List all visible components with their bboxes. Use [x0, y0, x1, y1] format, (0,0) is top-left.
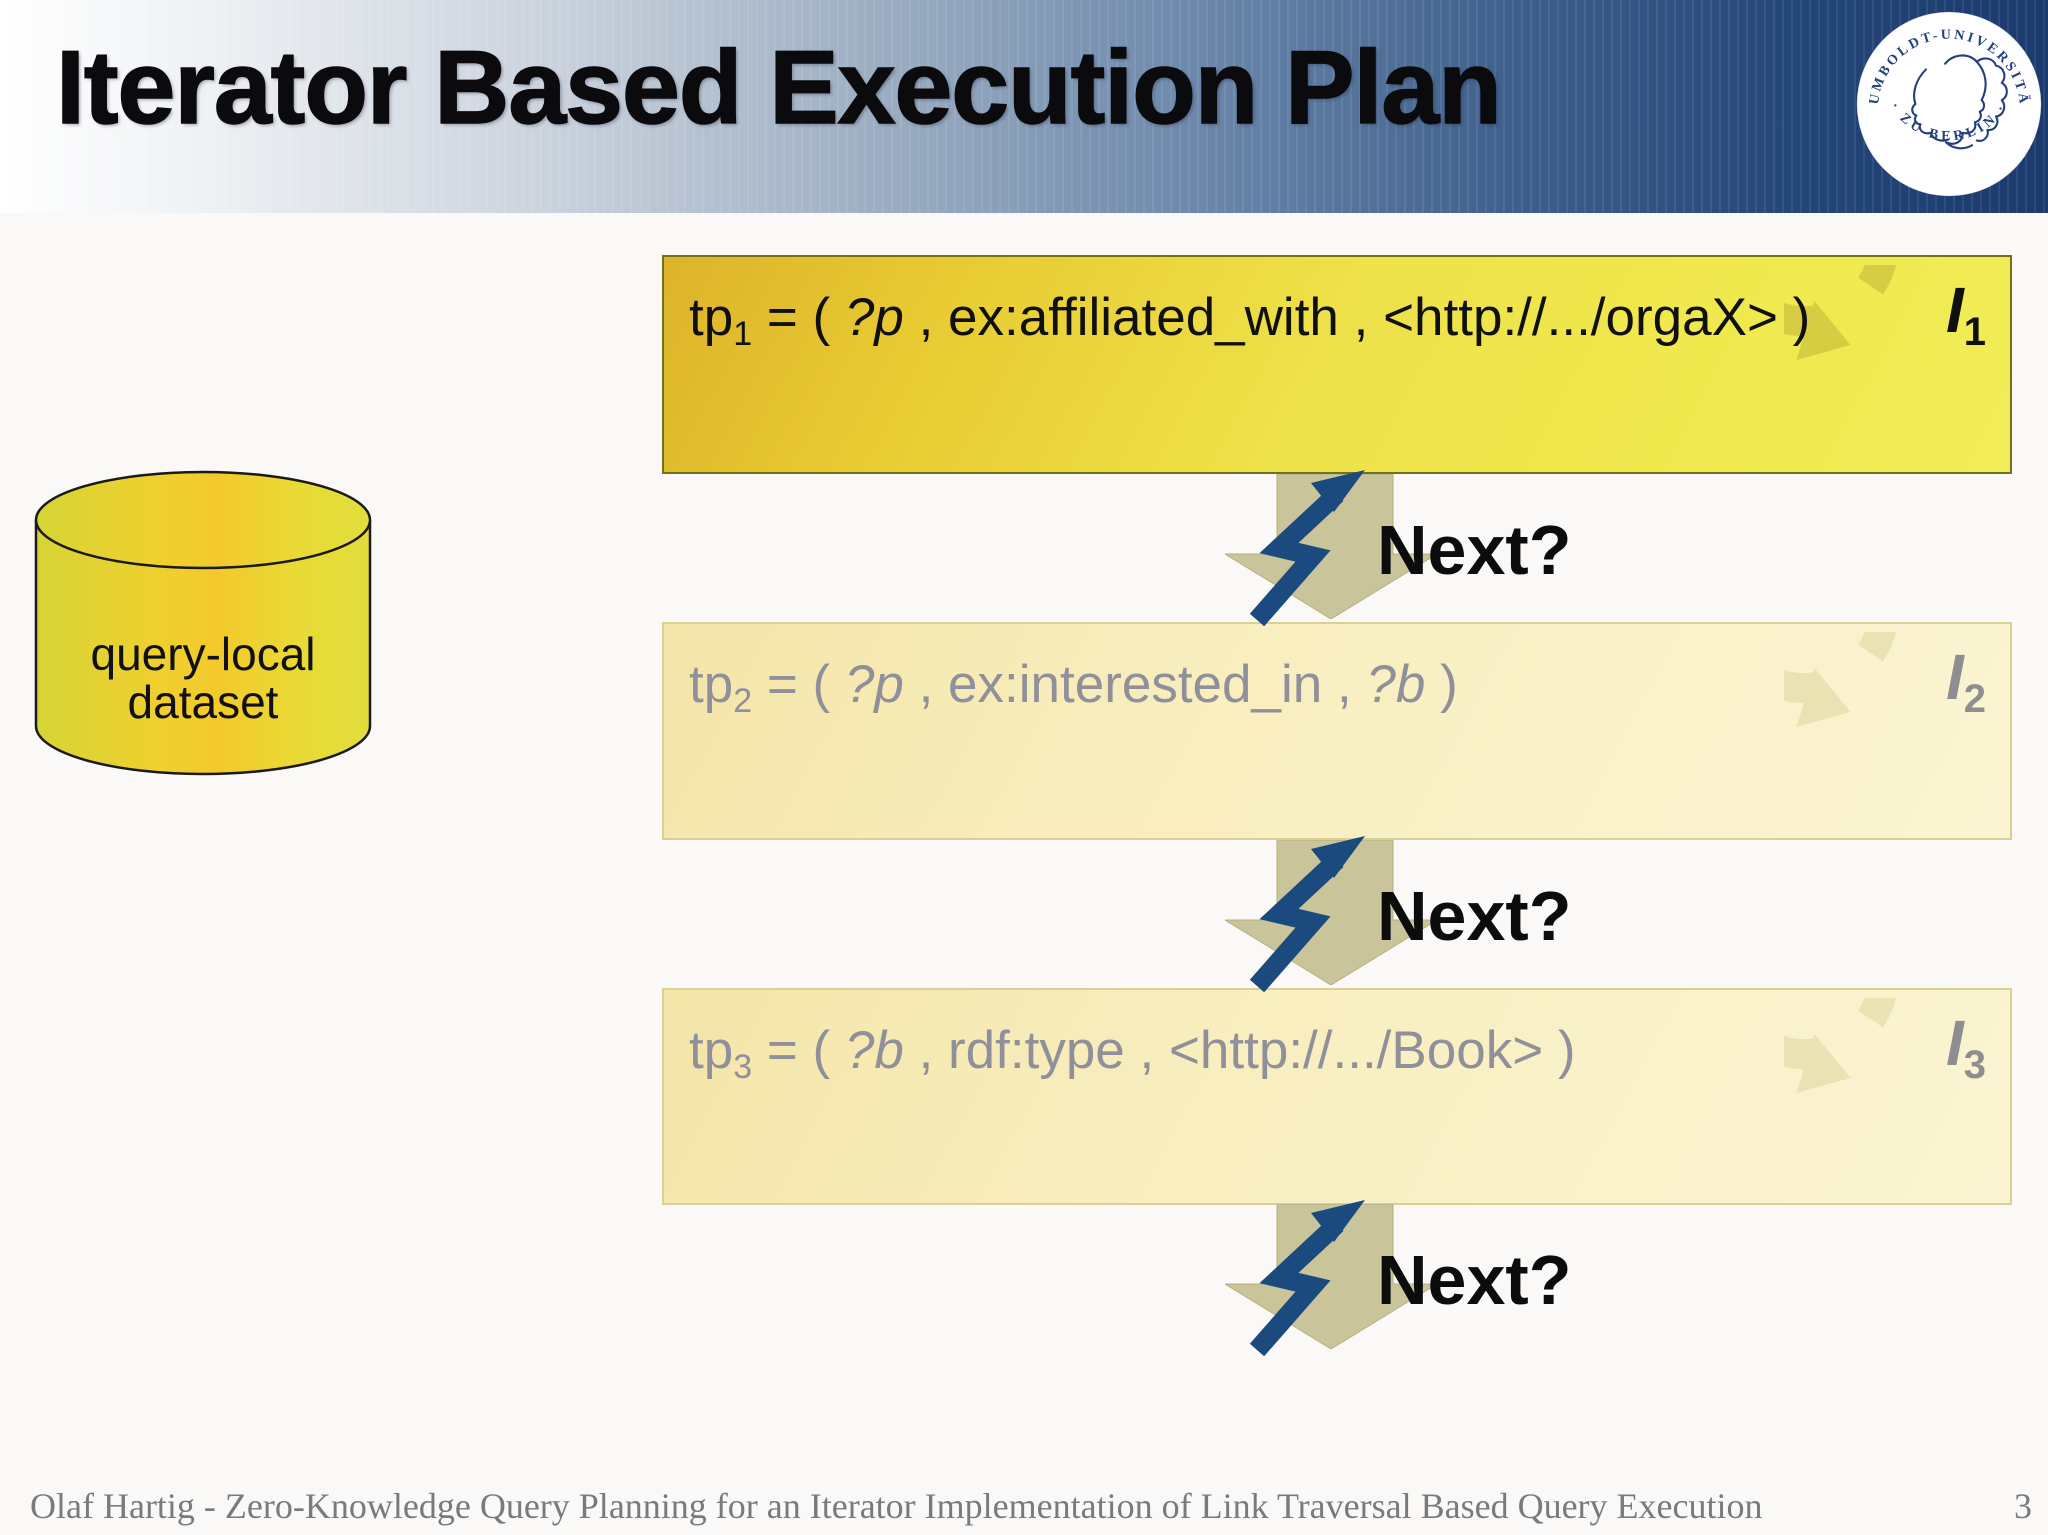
iterator-label-1: I1 [1945, 274, 1986, 354]
page-number: 3 [2014, 1486, 2032, 1526]
next-label: Next? [1377, 1241, 1572, 1319]
university-seal-logo: HUMBOLDT-UNIVERSITÄT · ZU BERLIN · [1853, 8, 2042, 197]
triple-pattern-1: tp1 = ( ?p , ex:affiliated_with , <http:… [689, 288, 1811, 354]
iterator-box-2: tp2 = ( ?p , ex:interested_in , ?b ) I2 [662, 622, 2012, 840]
iterate-cycle-icon [1784, 265, 1897, 360]
dataset-label-line2: dataset [127, 676, 279, 729]
lightning-bolt-icon [1249, 836, 1365, 993]
slide-header: Iterator Based Execution Plan HUMBOLDT-U… [0, 0, 2048, 213]
next-label: Next? [1377, 511, 1572, 589]
iterate-cycle-icon [1784, 998, 1897, 1093]
iterator-label-2: I2 [1945, 641, 1986, 721]
footer-credit: Olaf Hartig - Zero-Knowledge Query Plann… [30, 1486, 1763, 1526]
seal-profile-faces [1911, 54, 2008, 150]
lightning-bolt-icon [1249, 470, 1365, 627]
query-local-dataset-cylinder [34, 470, 372, 776]
triple-pattern-3: tp3 = ( ?b , rdf:type , <http://.../Book… [689, 1021, 1576, 1087]
iterator-box-3: tp3 = ( ?b , rdf:type , <http://.../Book… [662, 988, 2012, 1205]
next-call-2: Next? [1225, 836, 1655, 1005]
triple-pattern-2: tp2 = ( ?p , ex:interested_in , ?b ) [689, 655, 1458, 721]
page-title: Iterator Based Execution Plan [55, 30, 1502, 146]
cylinder-top [34, 470, 372, 570]
next-call-1: Next? [1225, 470, 1655, 639]
iterator-box-1: tp1 = ( ?p , ex:affiliated_with , <http:… [662, 255, 2012, 474]
dataset-label-line1: query-local [90, 628, 316, 680]
iterator-label-3: I3 [1945, 1007, 1986, 1087]
iterate-cycle-icon [1784, 632, 1897, 727]
seal-circle [1856, 11, 2042, 197]
next-call-3: Next? [1225, 1200, 1655, 1369]
lightning-bolt-icon [1249, 1200, 1365, 1357]
next-label: Next? [1377, 877, 1572, 955]
cylinder-body [34, 520, 372, 776]
